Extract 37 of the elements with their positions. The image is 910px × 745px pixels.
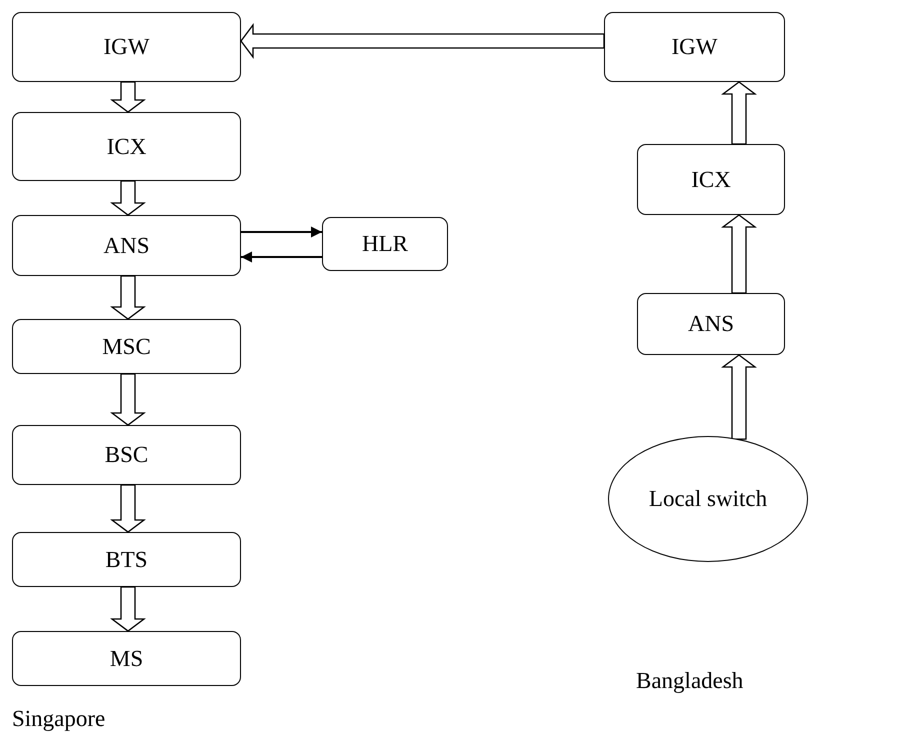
process-box xyxy=(12,112,241,181)
process-box xyxy=(12,319,241,374)
block-arrow xyxy=(721,214,757,294)
node-label: ICX xyxy=(106,134,146,160)
block-arrow xyxy=(110,373,146,426)
block-arrow xyxy=(721,81,757,145)
node-label: IGW xyxy=(672,34,718,60)
arrow xyxy=(241,226,322,238)
process-box xyxy=(637,144,785,215)
node-label: HLR xyxy=(362,231,408,257)
region-label: Singapore xyxy=(12,706,106,732)
process-box xyxy=(12,425,241,485)
node-label: Local switch xyxy=(648,486,768,512)
block-arrow xyxy=(110,586,146,632)
node-label: ANS xyxy=(103,232,150,258)
node-label: MS xyxy=(110,646,144,672)
block-arrow xyxy=(721,354,757,440)
process-box xyxy=(322,217,448,271)
process-box xyxy=(12,12,241,82)
process-box xyxy=(637,293,785,355)
region-label: Bangladesh xyxy=(636,668,744,694)
node-label: ICX xyxy=(691,166,731,192)
block-arrow xyxy=(110,484,146,533)
process-box xyxy=(12,215,241,276)
block-arrow xyxy=(110,275,146,320)
node-label: MSC xyxy=(102,334,151,360)
node-label: IGW xyxy=(104,34,150,60)
block-arrow xyxy=(110,81,146,113)
node-label: BSC xyxy=(104,442,148,468)
node-label: BTS xyxy=(105,546,148,572)
arrow xyxy=(241,252,322,262)
process-box xyxy=(12,532,241,587)
process-box xyxy=(12,631,241,686)
process-box xyxy=(604,12,785,82)
node-label: ANS xyxy=(688,311,734,337)
block-arrow xyxy=(110,180,146,216)
block-arrow xyxy=(240,23,605,59)
